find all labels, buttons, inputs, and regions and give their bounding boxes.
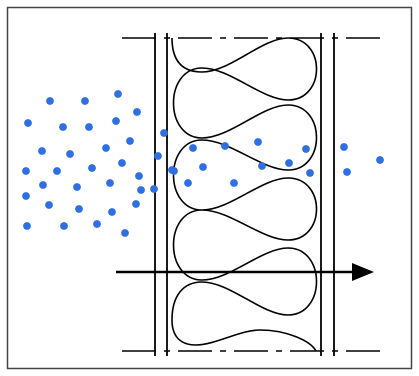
particle-dot <box>221 142 229 150</box>
particle-dot <box>59 123 67 131</box>
particle-dot <box>118 159 126 167</box>
particle-dot <box>184 179 192 187</box>
particle-dot <box>230 179 238 187</box>
particle-dot <box>137 186 145 194</box>
particle-dot <box>254 138 262 146</box>
particle-dot <box>199 163 207 171</box>
particle-dot <box>285 159 293 167</box>
particle-dot <box>340 143 348 151</box>
pleated-filter-element <box>171 37 318 352</box>
particle-dot <box>168 166 176 174</box>
particle-dot <box>85 123 93 131</box>
particle-dot <box>106 179 114 187</box>
particle-dot <box>60 222 68 230</box>
particle-dot <box>81 97 89 105</box>
particle-dot <box>121 229 129 237</box>
particle-dot <box>24 119 32 127</box>
particle-dot <box>46 97 54 105</box>
particle-dot <box>22 167 30 175</box>
particle-dot <box>189 144 197 152</box>
particle-dot <box>160 129 168 137</box>
particle-dot <box>150 185 158 193</box>
particle-dot <box>53 167 61 175</box>
particle-dot <box>133 108 141 116</box>
frame-border <box>6 6 413 370</box>
particle-dot <box>93 220 101 228</box>
particle-dot <box>73 183 81 191</box>
particle-dot <box>114 90 122 98</box>
particle-dot <box>75 205 83 213</box>
particle-dot <box>302 145 310 153</box>
arrow-right-icon <box>352 263 374 281</box>
particle-dot <box>39 181 47 189</box>
particle-dot <box>154 152 162 160</box>
particle-dot <box>126 137 134 145</box>
particle-dot <box>38 147 46 155</box>
particle-group <box>22 90 384 237</box>
particle-dot <box>23 222 31 230</box>
particle-dot <box>102 144 110 152</box>
particle-dot <box>135 172 143 180</box>
particle-dot <box>112 117 120 125</box>
particle-dot <box>66 150 74 158</box>
particle-dot <box>343 168 351 176</box>
particle-dot <box>108 208 116 216</box>
particle-dot <box>306 169 314 177</box>
particle-dot <box>376 156 384 164</box>
particle-dot <box>22 192 30 200</box>
particle-dot <box>45 201 53 209</box>
particle-dot <box>258 162 266 170</box>
particle-dot <box>88 164 96 172</box>
particle-dot <box>132 200 140 208</box>
